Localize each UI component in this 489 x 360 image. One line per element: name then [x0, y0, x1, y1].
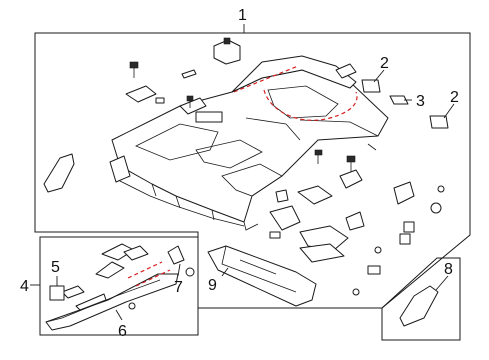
callout-9: 9 [208, 277, 217, 294]
floor-pan [111, 55, 389, 231]
bracket-top-center [213, 37, 241, 65]
callout-8: 8 [444, 261, 453, 278]
washer-rail [128, 302, 136, 310]
bracket-part8 [399, 285, 439, 327]
nut-part7 [185, 267, 195, 277]
bracket-part2-top [361, 79, 381, 93]
callout-1: 1 [238, 7, 247, 24]
clip-lower-right-a [399, 233, 411, 245]
clip-near-floor [155, 97, 165, 104]
callout-6: 6 [118, 323, 127, 340]
pin-right [367, 143, 377, 151]
clip-lower-right-b [403, 221, 415, 233]
callout-2-top: 2 [380, 55, 389, 72]
bolt-left-center [186, 95, 194, 108]
bracket-lower-center [299, 225, 349, 251]
reinforcement-center [297, 185, 333, 205]
bolt-upper-left [129, 61, 139, 78]
rail-part9 [207, 245, 317, 307]
bracket-part7 [167, 245, 185, 265]
cut-line-rail [127, 261, 171, 287]
callout-5: 5 [51, 259, 60, 276]
cut-line-floor [233, 65, 358, 121]
bolt-center [314, 149, 323, 164]
bracket-lower-left [269, 205, 301, 231]
bracket-part5 [49, 285, 65, 301]
bracket-left-inner [109, 155, 131, 183]
callout-2-right: 2 [450, 89, 459, 106]
assembly-frame-part8 [381, 257, 461, 341]
callout-4: 4 [20, 278, 29, 295]
bracket-center-lower [339, 169, 363, 189]
clip-lower-center [275, 189, 289, 203]
bracket-right-mid [393, 181, 415, 205]
clip-bottom-b [269, 231, 281, 239]
bracket-bottom [299, 243, 345, 263]
bracket-part2-right [429, 115, 449, 129]
bolt-center-right [346, 155, 356, 172]
nut-bottom-a [374, 246, 382, 254]
clip-bottom-a [367, 265, 381, 275]
nut-bottom-b [352, 288, 360, 296]
leader-lines [30, 24, 455, 321]
callout-7: 7 [174, 279, 183, 296]
bracket-upper-left [125, 85, 157, 103]
assembly-frame-main [34, 32, 471, 309]
washer-right [437, 185, 445, 193]
bracket-right-top [335, 63, 357, 79]
bracket-lower-right [345, 211, 365, 231]
bracket-left-side [43, 153, 75, 193]
rear-rail [45, 243, 179, 331]
callout-3: 3 [416, 93, 425, 110]
nut-right [430, 202, 442, 214]
clip-upper-left [181, 69, 197, 79]
bracket-part3 [389, 95, 409, 105]
assembly-frame-rail [39, 236, 199, 336]
